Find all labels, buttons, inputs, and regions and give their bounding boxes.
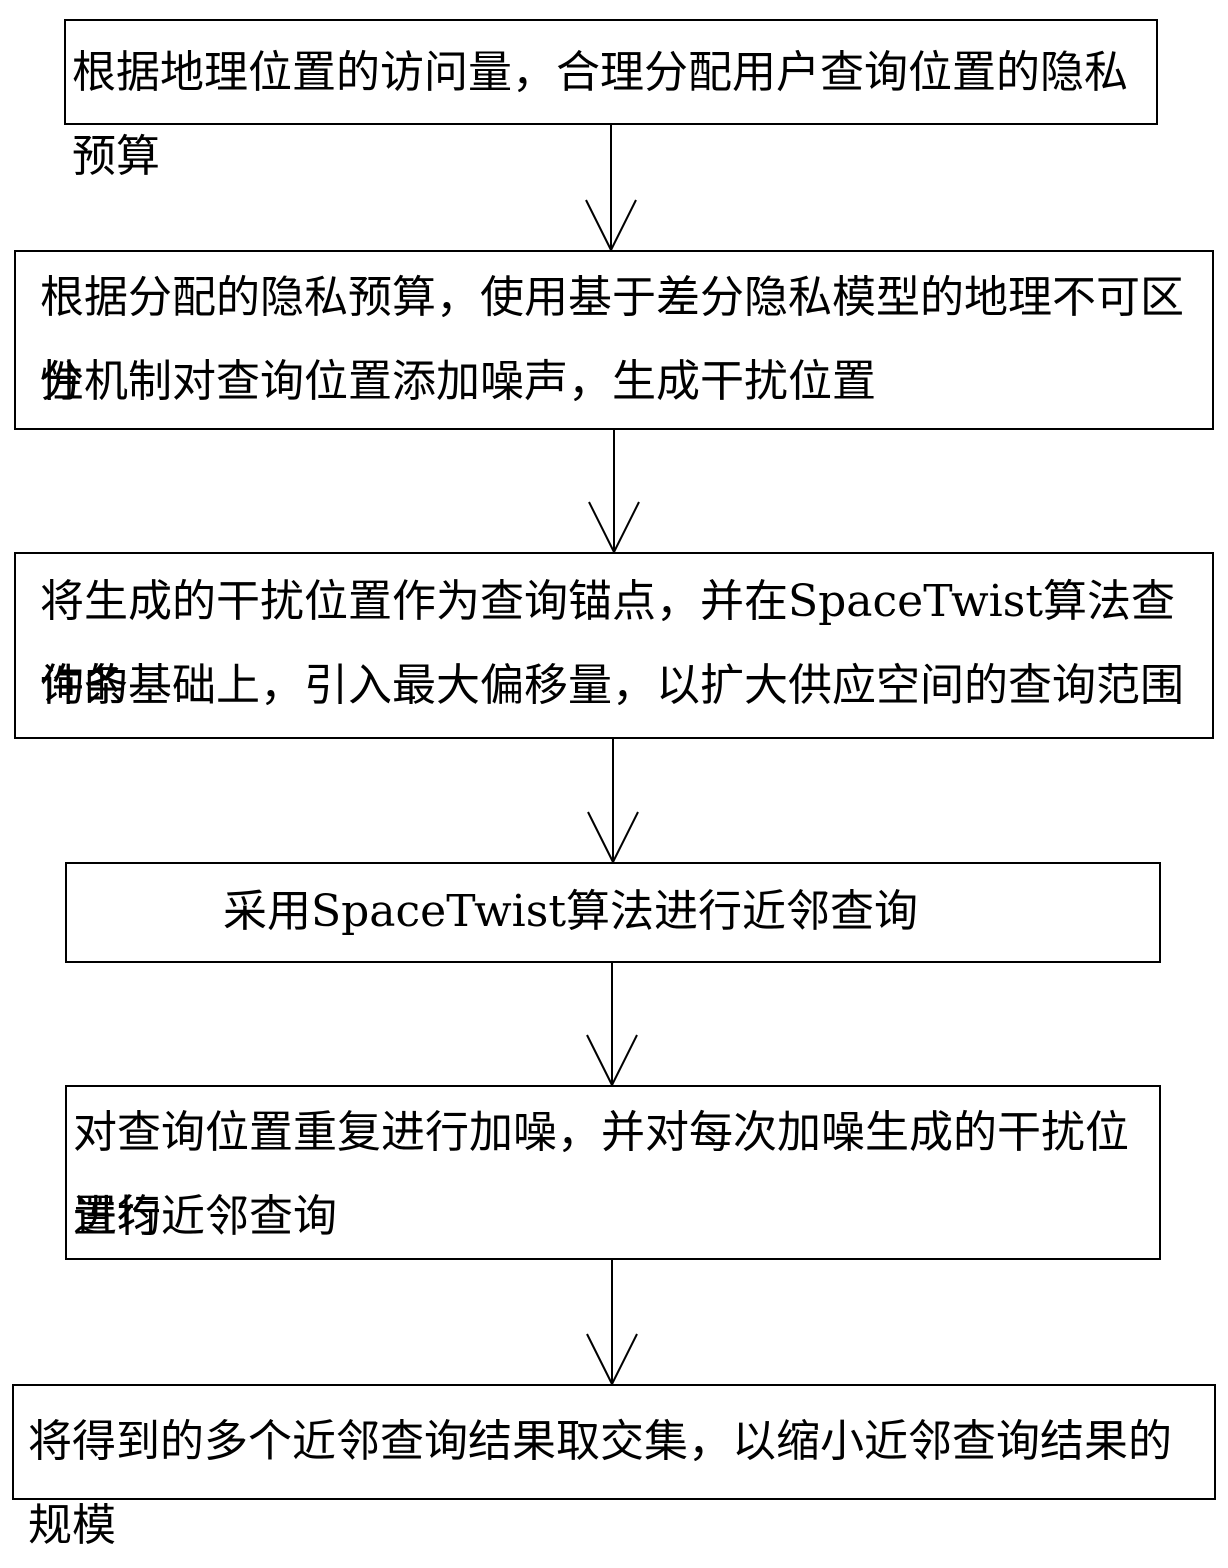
arrow-4-5: [586, 963, 638, 1086]
arrow-2-3: [588, 430, 640, 553]
arrow-3-4: [587, 739, 639, 863]
step-6-box: 将得到的多个近邻查询结果取交集，以缩小近邻查询结果的规模: [12, 1384, 1216, 1551]
step-2-text-line-1: 根据分配的隐私预算，使用基于差分隐私模型的地理不可区分: [40, 272, 1184, 407]
step-3-text-line-2: 件的基础上，引入最大偏移量，以扩大供应空间的查询范围: [40, 660, 1184, 711]
step-1-text: 根据地理位置的访问量，合理分配用户查询位置的隐私预算: [72, 47, 1128, 182]
step-2-text-line-2: 性机制对查询位置添加噪声，生成干扰位置: [40, 356, 876, 407]
flow-arrows: [585, 125, 640, 1385]
step-4-text: 采用SpaceTwist算法进行近邻查询: [223, 886, 918, 937]
step-3-box: 将生成的干扰位置作为查询锚点，并在SpaceTwist算法查询条 件的基础上，引…: [14, 552, 1214, 739]
step-5-box: 对查询位置重复进行加噪，并对每次加噪生成的干扰位置均 进行近邻查询: [65, 1085, 1161, 1260]
step-3-text-line-1: 将生成的干扰位置作为查询锚点，并在SpaceTwist算法查询条: [40, 576, 1175, 711]
step-5-text-line-1: 对查询位置重复进行加噪，并对每次加噪生成的干扰位置均: [73, 1107, 1129, 1242]
step-2-box: 根据分配的隐私预算，使用基于差分隐私模型的地理不可区分 性机制对查询位置添加噪声…: [14, 250, 1214, 430]
step-4-box: 采用SpaceTwist算法进行近邻查询: [65, 862, 1161, 963]
step-1-box: 根据地理位置的访问量，合理分配用户查询位置的隐私预算: [64, 19, 1158, 182]
arrow-5-6: [586, 1260, 638, 1385]
step-6-text: 将得到的多个近邻查询结果取交集，以缩小近邻查询结果的规模: [28, 1416, 1172, 1551]
step-5-text-line-2: 进行近邻查询: [73, 1191, 337, 1242]
